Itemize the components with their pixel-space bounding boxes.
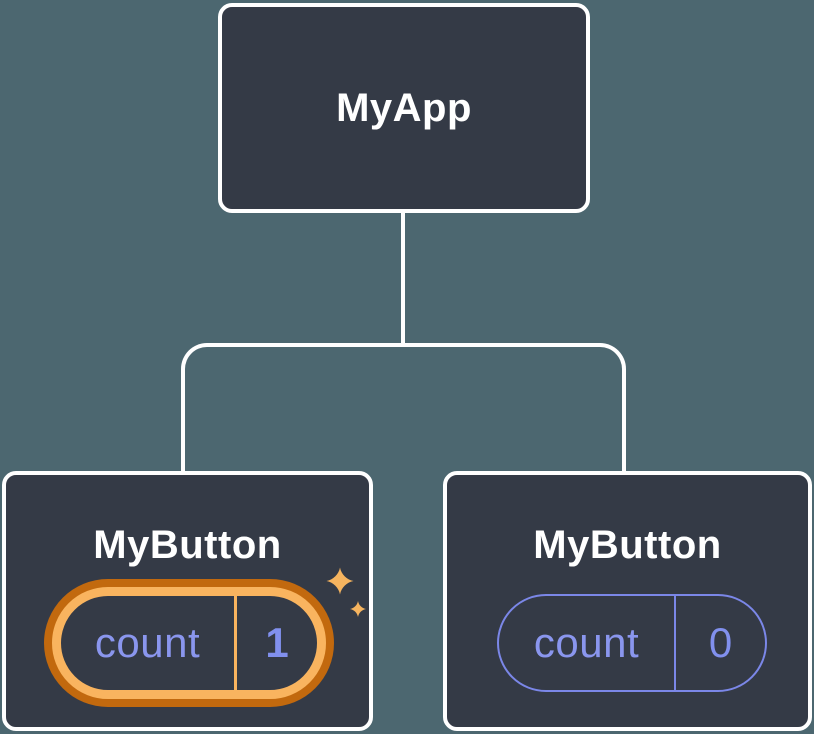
state-value-cell: 0 [676,596,765,690]
connector-stem [401,212,405,344]
sparkle-icon [326,567,366,617]
component-node-mybutton-1: MyButton count 1 [2,471,373,731]
component-node-myapp: MyApp [218,3,590,213]
state-name: count [94,619,201,666]
component-node-mybutton-2: MyButton count 0 [443,471,812,731]
state-name-cell: count [61,596,234,690]
state-value: 0 [708,619,733,666]
state-pill: count 0 [497,594,767,692]
node-label: MyButton [93,523,282,567]
node-label: MyButton [533,523,722,567]
state-value: 1 [265,619,289,666]
pill-divider [674,596,676,690]
connector-branch [181,343,626,473]
state-name-cell: count [499,596,674,690]
state-name: count [533,619,640,666]
node-label: MyApp [336,85,472,130]
state-pill-highlighted: count 1 [52,587,326,699]
pill-divider [234,596,237,690]
state-value-cell: 1 [237,596,317,690]
